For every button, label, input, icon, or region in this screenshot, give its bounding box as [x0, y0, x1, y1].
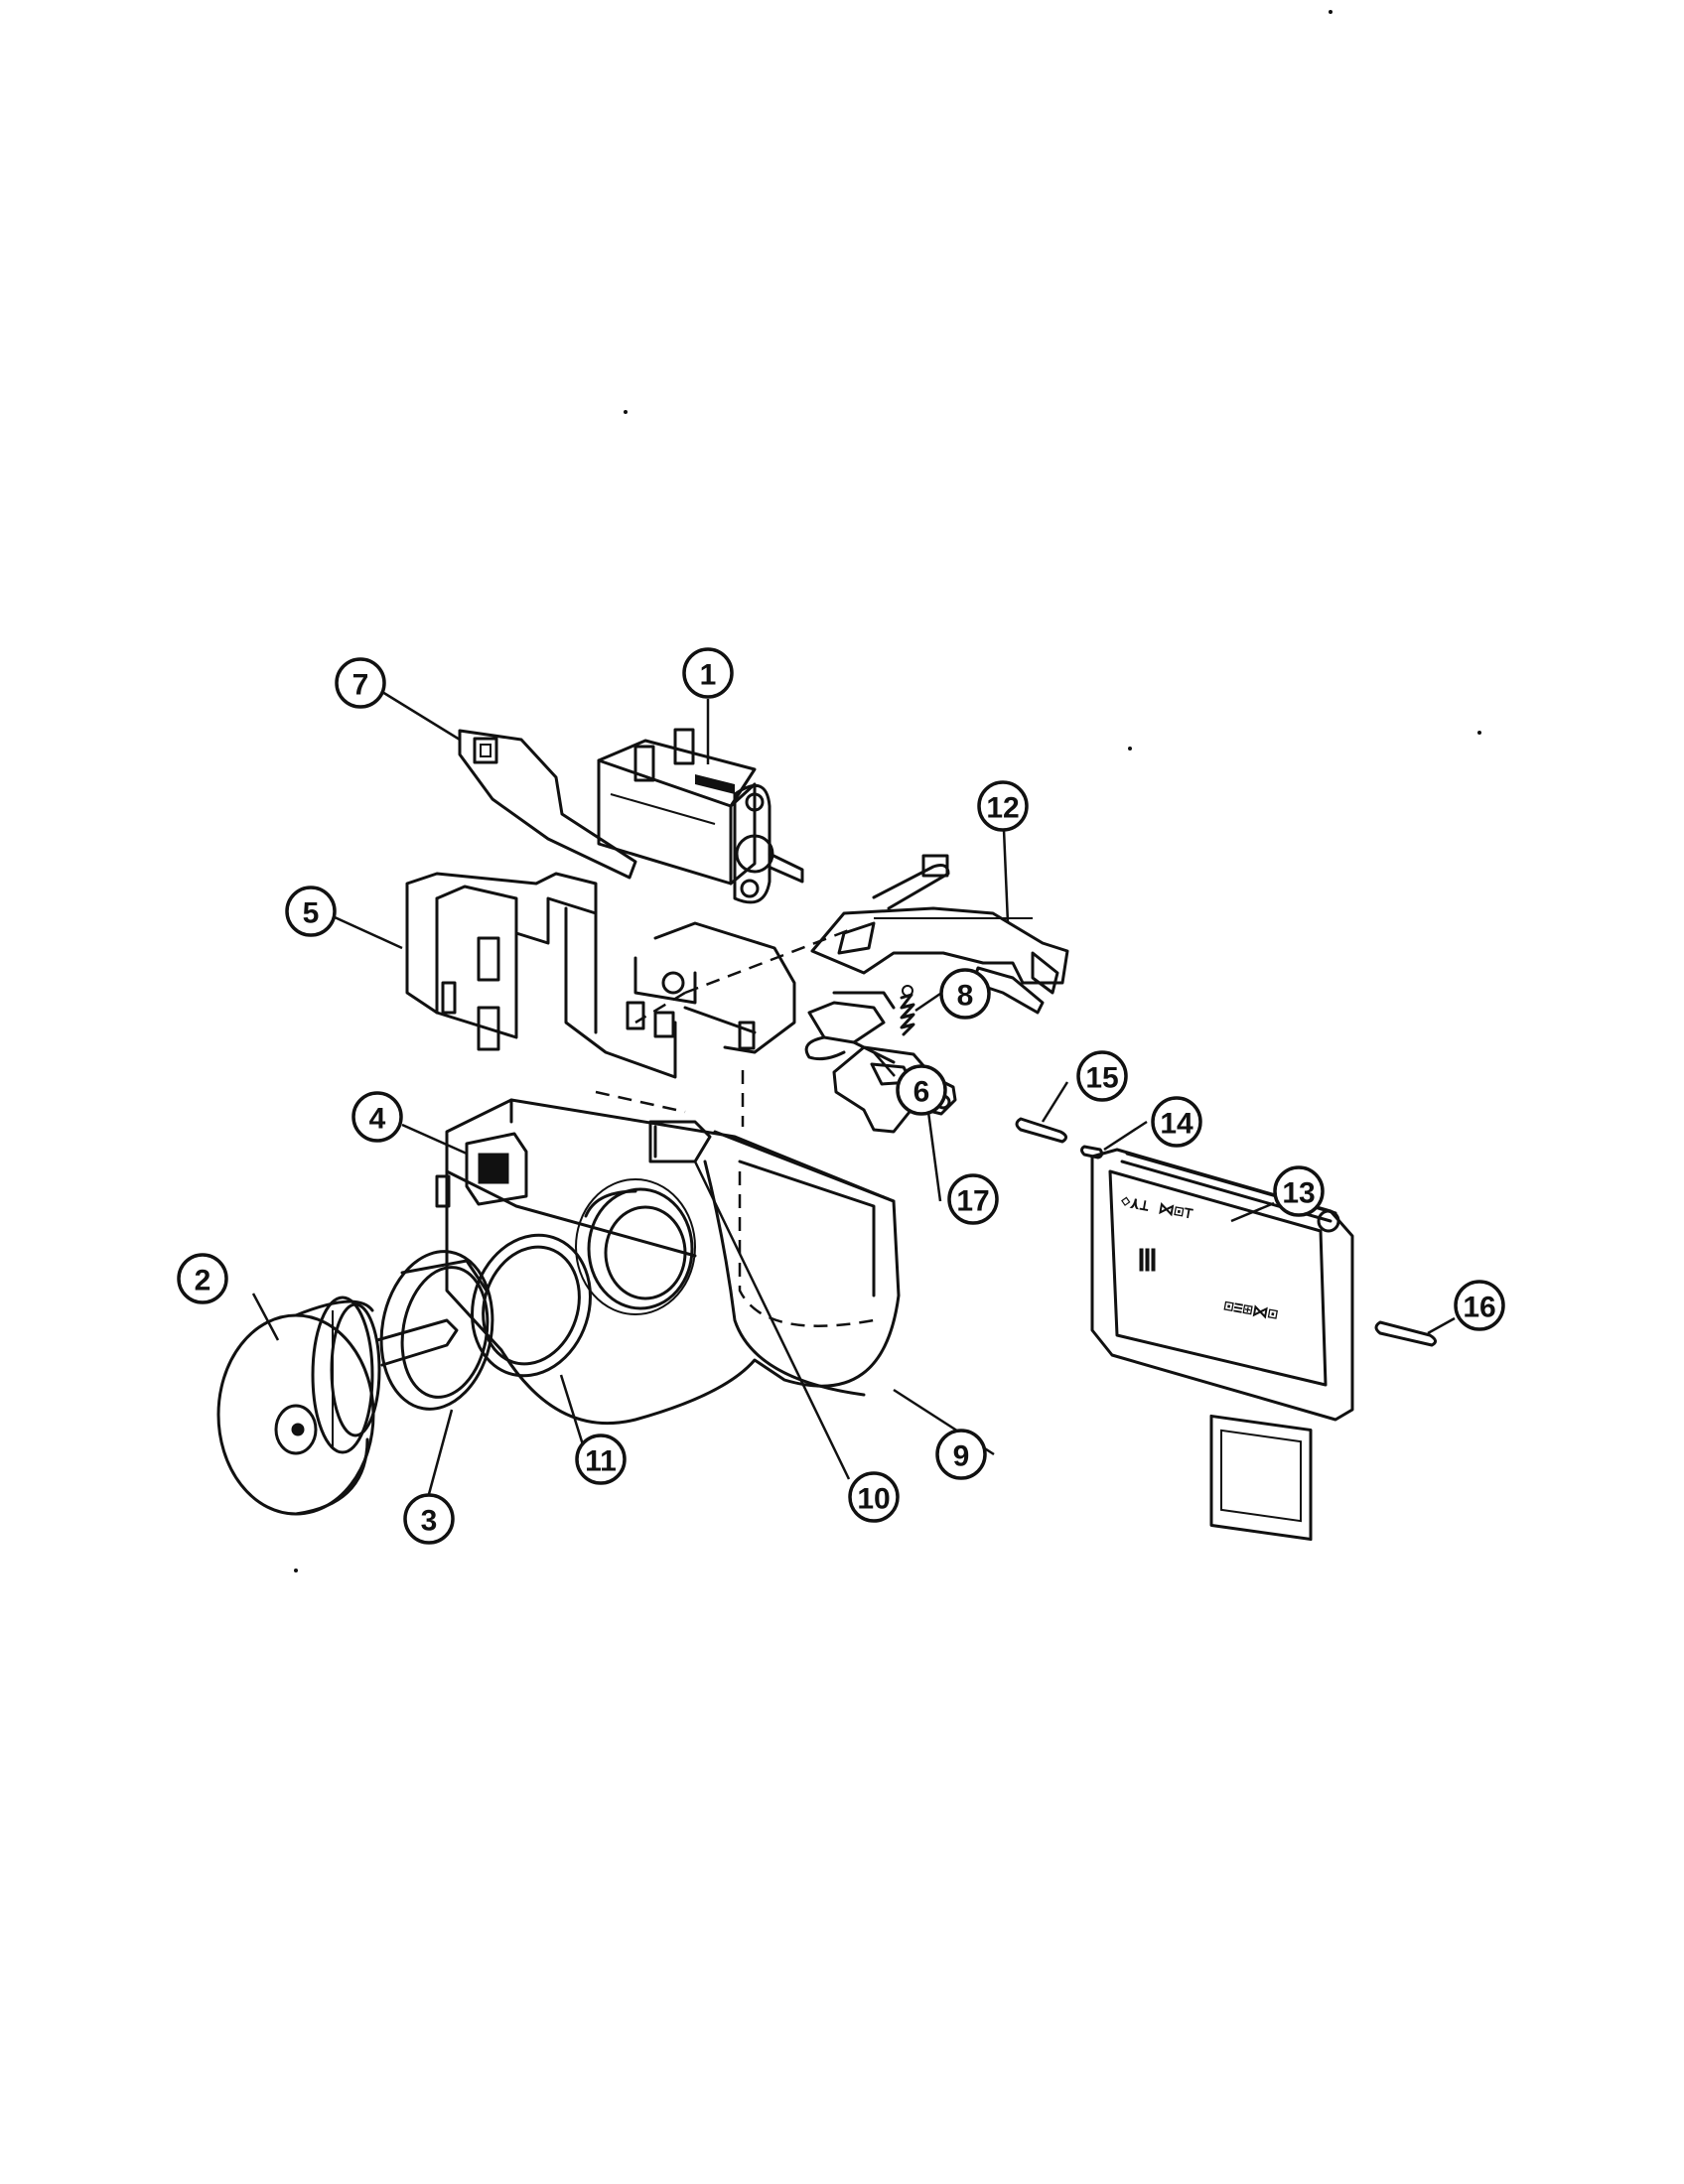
callout-5-label: 5	[303, 897, 320, 930]
callout-10-label: 10	[857, 1483, 890, 1516]
part-4-switch	[435, 1132, 528, 1208]
callout-11: 11	[575, 1433, 627, 1485]
callout-6: 6	[896, 1064, 947, 1116]
speck	[1477, 731, 1481, 735]
callout-14: 14	[1151, 1096, 1202, 1148]
callout-5: 5	[285, 886, 337, 937]
callout-9-label: 9	[953, 1440, 970, 1473]
assembly-lines	[595, 926, 855, 1127]
part-8-spring	[900, 985, 915, 1036]
part-5-frame	[405, 872, 796, 1079]
callout-16-label: 16	[1463, 1292, 1495, 1324]
callout-13: 13	[1273, 1165, 1325, 1217]
callout-17-label: 17	[956, 1185, 989, 1218]
callout-17: 17	[947, 1173, 999, 1225]
part-16-pin	[1374, 1320, 1437, 1347]
callout-4-label: 4	[369, 1103, 386, 1136]
callout-7-label: 7	[352, 669, 369, 702]
svg-text:⋄⋏⊥ ⋈⊡⊤: ⋄⋏⊥ ⋈⊡⊤	[1119, 1191, 1194, 1223]
part-9-housing	[445, 1098, 901, 1426]
callout-1-label: 1	[700, 659, 717, 692]
callout-8-label: 8	[957, 980, 974, 1013]
callout-11-label: 11	[585, 1445, 617, 1478]
callout-1: 1	[682, 647, 734, 699]
callout-15: 15	[1076, 1050, 1128, 1102]
speck	[294, 1569, 298, 1572]
callout-15-label: 15	[1085, 1062, 1118, 1095]
callout-12: 12	[977, 780, 1029, 832]
callout-3: 3	[403, 1493, 455, 1545]
callout-8: 8	[939, 968, 991, 1020]
callout-10: 10	[848, 1471, 900, 1523]
part-3-diaphragm	[379, 1250, 494, 1411]
part-6-latch	[804, 991, 896, 1064]
speck	[1128, 747, 1132, 751]
callout-14-label: 14	[1160, 1108, 1193, 1141]
part-1-solenoid	[597, 728, 804, 904]
callout-2-label: 2	[195, 1265, 211, 1297]
callout-13-label: 13	[1282, 1177, 1315, 1210]
leader-lines	[251, 690, 1456, 1495]
part-12-lever	[810, 854, 1069, 1015]
callout-7: 7	[335, 657, 386, 709]
callout-6-label: 6	[913, 1076, 930, 1109]
callout-9: 9	[935, 1429, 987, 1480]
speck	[624, 410, 628, 414]
speck	[1329, 10, 1333, 14]
part-2-knob	[216, 1296, 459, 1516]
callout-12-label: 12	[986, 792, 1019, 825]
callout-3-label: 3	[421, 1505, 438, 1538]
part-14-pin	[1080, 1145, 1104, 1160]
part-15-pin	[1015, 1117, 1067, 1144]
callout-2: 2	[177, 1253, 228, 1304]
part-10-cap	[648, 1120, 712, 1163]
callout-16: 16	[1454, 1280, 1505, 1331]
svg-text:⊡≡⊞⋈⊡: ⊡≡⊞⋈⊡	[1222, 1296, 1279, 1323]
callout-4: 4	[351, 1091, 403, 1143]
part-7-bracket	[458, 729, 637, 880]
